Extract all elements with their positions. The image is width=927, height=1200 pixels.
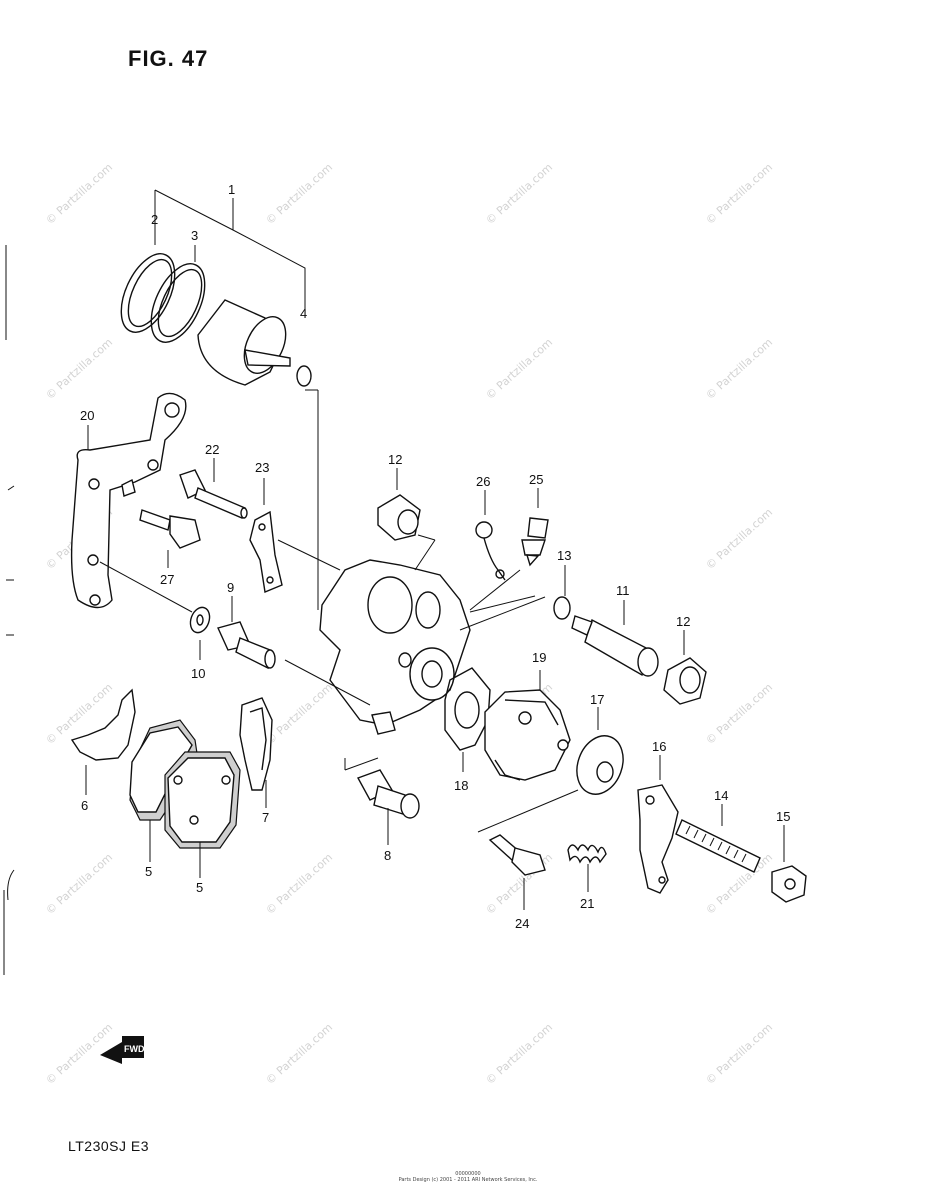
callout-7: 7 (262, 810, 269, 825)
callout-2: 2 (151, 212, 158, 227)
callout-19: 19 (532, 650, 546, 665)
callout-5: 5 (145, 864, 152, 879)
piston-seal (150, 263, 206, 343)
watermark: © Partzilla.com (703, 681, 775, 747)
callout-10: 10 (191, 666, 205, 681)
callout-6: 6 (81, 798, 88, 813)
callout-18: 18 (454, 778, 468, 793)
lock-nut (771, 825, 807, 903)
callout-3: 3 (191, 228, 198, 243)
brake-lever (637, 755, 679, 894)
footer-copyright: Parts Design (c) 2001 - 2011 ARI Network… (398, 1177, 538, 1183)
watermark: © Partzilla.com (703, 506, 775, 572)
pad-shim (239, 697, 273, 808)
callout-23: 23 (255, 460, 269, 475)
callout-24: 24 (515, 916, 529, 931)
callout-4: 4 (300, 306, 307, 321)
callout-21: 21 (580, 896, 594, 911)
callout-12b: 12 (676, 614, 690, 629)
watermark: © Partzilla.com (703, 336, 775, 402)
callout-9: 9 (227, 580, 234, 595)
spring-plate (249, 478, 341, 593)
caliper-cover (484, 670, 571, 781)
callout-25: 25 (529, 472, 543, 487)
watermark: © Partzilla.com (483, 336, 555, 402)
shaft-o-ring (459, 565, 571, 631)
watermark: © Partzilla.com (263, 851, 335, 917)
watermark: © Partzilla.com (483, 161, 555, 227)
model-code: LT230SJ E3 (68, 1138, 150, 1154)
watermark: © Partzilla.com (263, 161, 335, 227)
watermark: © Partzilla.com (43, 161, 115, 227)
callout-27: 27 (160, 572, 174, 587)
o-ring (296, 365, 312, 387)
cover-gasket (444, 667, 491, 772)
footer-code: 00000000 (455, 1171, 481, 1177)
callout-26: 26 (476, 474, 490, 489)
callout-16: 16 (652, 739, 666, 754)
watermark: © Partzilla.com (703, 1021, 775, 1087)
callout-13: 13 (557, 548, 571, 563)
pad-spring (70, 688, 136, 795)
callout-labels: 1 2 3 4 20 22 23 12 26 25 27 9 13 11 12 … (80, 182, 790, 931)
figure-title: FIG. 47 (128, 46, 209, 71)
copyright-footer: 00000000 Parts Design (c) 2001 - 2011 AR… (398, 1171, 538, 1183)
brake-pads (129, 719, 241, 878)
dust-seal (120, 253, 176, 333)
callout-14: 14 (714, 788, 728, 803)
fwd-label: FWD (124, 1044, 145, 1054)
adjuster-shaft (571, 600, 659, 677)
scan-edge-marks (3, 245, 15, 975)
callout-17: 17 (590, 692, 604, 707)
watermark: © Partzilla.com (703, 161, 775, 227)
pad-pin (344, 757, 420, 845)
caliper-bracket (70, 392, 193, 613)
callout-5b: 5 (196, 880, 203, 895)
callout-15: 15 (776, 809, 790, 824)
watermark: © Partzilla.com (263, 1021, 335, 1087)
watermark: © Partzilla.com (43, 336, 115, 402)
callout-1: 1 (228, 182, 235, 197)
caliper-body (319, 559, 471, 735)
watermark: © Partzilla.com (483, 1021, 555, 1087)
callout-22: 22 (205, 442, 219, 457)
shaft-boot (663, 630, 707, 705)
slide-pin (217, 596, 371, 706)
callout-20: 20 (80, 408, 94, 423)
return-spring (567, 844, 607, 892)
bleeder-cap (475, 490, 506, 581)
callout-8: 8 (384, 848, 391, 863)
washer (189, 606, 211, 660)
pin-boot-upper (377, 468, 436, 571)
forward-arrow-icon: FWD (100, 1036, 145, 1064)
bleeder-valve (469, 488, 549, 611)
callout-11: 11 (616, 583, 630, 598)
bracket-mounting-bolt (139, 509, 201, 568)
watermark: © Partzilla.com (263, 681, 335, 747)
adjuster-cam (477, 707, 624, 833)
cover-bolt (488, 834, 546, 910)
adjusting-bolt (675, 804, 761, 873)
piston-assembly (120, 189, 319, 610)
callout-12: 12 (388, 452, 402, 467)
bracket-bolt (179, 458, 248, 519)
watermark: © Partzilla.com (43, 851, 115, 917)
